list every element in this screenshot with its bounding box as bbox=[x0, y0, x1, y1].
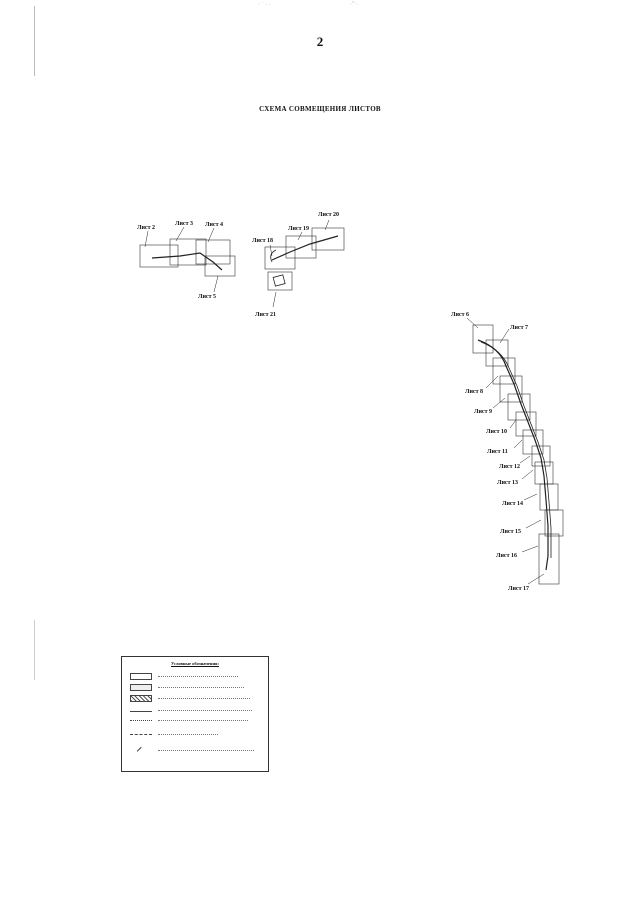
sheet-frame-8 bbox=[492, 357, 516, 385]
legend-symbol-hatched bbox=[130, 695, 152, 702]
label-sheet-13: Лист 13 bbox=[497, 480, 518, 486]
sheet-frame-4 bbox=[195, 239, 231, 265]
legend-row bbox=[126, 731, 266, 741]
sheet-frame-5 bbox=[204, 255, 236, 277]
scan-specks: · ˙ · · bbox=[258, 2, 271, 8]
label-sheet-3: Лист 3 bbox=[175, 221, 193, 227]
left-margin-line bbox=[34, 6, 35, 76]
legend-symbol-arrow bbox=[136, 746, 146, 756]
label-sheet-10: Лист 10 bbox=[486, 429, 507, 435]
label-sheet-18: Лист 18 bbox=[252, 238, 273, 244]
legend-row bbox=[126, 707, 266, 717]
legend-text-illegible bbox=[158, 720, 248, 724]
sheet-frame-13 bbox=[531, 445, 551, 467]
label-sheet-16: Лист 16 bbox=[496, 553, 517, 559]
legend-row bbox=[126, 717, 266, 727]
label-sheet-7: Лист 7 bbox=[510, 325, 528, 331]
leader-lines bbox=[144, 219, 545, 585]
legend-text-illegible bbox=[158, 710, 252, 714]
legend-row bbox=[126, 684, 266, 694]
label-sheet-17: Лист 17 bbox=[508, 586, 529, 592]
label-sheet-5: Лист 5 bbox=[198, 294, 216, 300]
label-sheet-19: Лист 19 bbox=[288, 226, 309, 232]
scan-specks: ·ˆ˙· bbox=[350, 2, 358, 8]
sheet-frame-6 bbox=[472, 324, 494, 354]
legend-row bbox=[126, 746, 266, 757]
label-sheet-11: Лист 11 bbox=[487, 449, 508, 455]
label-sheet-15: Лист 15 bbox=[500, 529, 521, 535]
legend-text-illegible bbox=[158, 698, 250, 702]
legend-title: Условные обозначения: bbox=[171, 661, 219, 666]
sheet-frame-19 bbox=[285, 235, 317, 259]
sheet-frame-17 bbox=[538, 533, 560, 585]
scheme-title: СХЕМА СОВМЕЩЕНИЯ ЛИСТОВ bbox=[259, 105, 381, 113]
legend-text-illegible bbox=[158, 750, 254, 754]
route-lines bbox=[151, 235, 549, 571]
sheet-frame-7 bbox=[485, 339, 509, 367]
legend-symbol-frame-filled bbox=[130, 684, 152, 691]
legend-text-illegible bbox=[158, 734, 218, 738]
route-line-west bbox=[151, 252, 223, 271]
label-sheet-20: Лист 20 bbox=[318, 212, 339, 218]
legend-symbol-line bbox=[130, 711, 152, 712]
legend-text-illegible bbox=[158, 687, 244, 691]
label-sheet-4: Лист 4 bbox=[205, 222, 223, 228]
sheet-frame-21 bbox=[267, 271, 293, 291]
legend-text-illegible bbox=[158, 676, 238, 680]
route-line-east-2 bbox=[480, 341, 552, 558]
label-sheet-14: Лист 14 bbox=[502, 501, 523, 507]
legend-symbol-frame bbox=[130, 673, 152, 680]
sheet-frame-3 bbox=[169, 238, 207, 266]
route-line-east bbox=[477, 339, 549, 571]
object-symbol bbox=[272, 274, 286, 287]
legend-box: Условные обозначения: bbox=[121, 656, 269, 772]
label-sheet-8: Лист 8 bbox=[465, 389, 483, 395]
label-sheet-9: Лист 9 bbox=[474, 409, 492, 415]
legend-row bbox=[126, 673, 266, 683]
label-sheet-12: Лист 12 bbox=[499, 464, 520, 470]
page-number: 2 bbox=[316, 34, 324, 49]
legend-symbol-dotted bbox=[130, 720, 152, 722]
sheet-frame-10 bbox=[507, 393, 531, 421]
label-sheet-2: Лист 2 bbox=[137, 225, 155, 231]
legend-row bbox=[126, 695, 266, 705]
route-line-center bbox=[271, 235, 339, 261]
label-sheet-6: Лист 6 bbox=[451, 312, 469, 318]
sheet-frame-16 bbox=[544, 509, 564, 537]
sheet-frame-20 bbox=[311, 227, 345, 251]
legend-symbol-dashed bbox=[130, 734, 152, 736]
route-hook bbox=[270, 249, 277, 263]
left-margin-line bbox=[34, 620, 35, 680]
label-sheet-21: Лист 21 bbox=[255, 312, 276, 318]
